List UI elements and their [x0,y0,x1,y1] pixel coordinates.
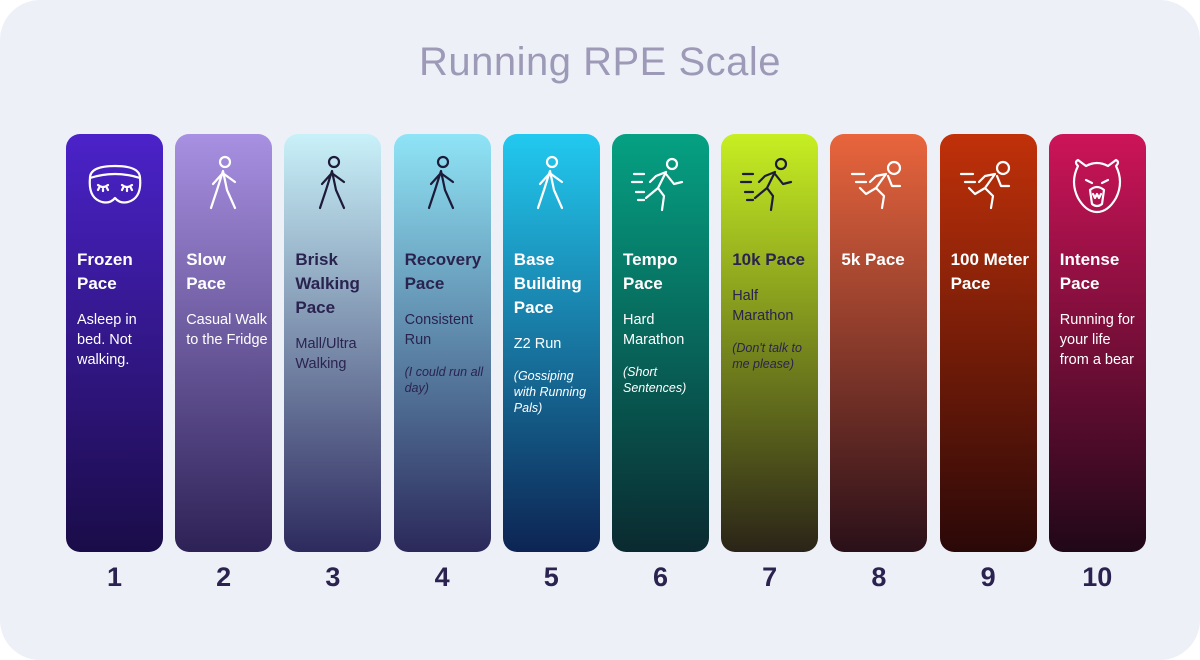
pace-description: Casual Walk to the Fridge [186,312,268,348]
rpe-card-5: Base Building Pace Z2 Run (Gossiping wit… [502,134,600,552]
pace-description: Asleep in bed. Not walking. [77,312,137,368]
pace-description: Half Marathon [732,288,794,324]
pace-description: Hard Marathon [623,312,685,348]
pace-description: Z2 Run [513,336,562,352]
pace-name: Frozen Pace [77,250,133,293]
sprinting-person-icon [830,152,927,218]
pace-name-block: Slow Pace Casual Walk to the Fridge [186,248,268,350]
pace-name: 10k Pace [732,250,805,269]
rpe-number: 7 [762,562,778,592]
pace-description: Running for your life from a bear [1059,312,1135,368]
pace-note: (I could run all day) [404,365,484,395]
pace-description: Mall/Ultra Walking [295,336,357,372]
rpe-number: 10 [1082,562,1113,592]
running-person-icon [612,152,709,218]
rpe-number: 4 [434,562,450,592]
pace-name: Recovery Pace [404,250,482,293]
pace-name: 100 Meter Pace [950,250,1030,293]
page-title: Running RPE Scale [418,40,782,84]
walking-person-icon [394,152,491,218]
walking-person-icon [175,152,272,218]
pace-name: Tempo Pace [623,250,678,293]
running-person-icon [721,152,818,218]
pace-description: Consistent Run [404,312,474,348]
walking-person-icon [284,152,381,218]
sprinting-person-icon [940,152,1037,218]
rpe-number: 9 [980,562,996,592]
rpe-number: 5 [543,562,559,592]
pace-name: Brisk Walking Pace [295,250,360,317]
rpe-card-3: Brisk Walking Pace Mall/Ultra Walking [284,134,382,552]
sleep-mask-icon [66,152,163,218]
pace-name-block: Brisk Walking Pace Mall/Ultra Walking [295,248,377,374]
rpe-number: 2 [216,562,232,592]
pace-name: Slow Pace [186,250,226,293]
rpe-card-4: Recovery Pace Consistent Run (I could ru… [393,134,491,552]
bear-icon [1049,152,1146,218]
pace-name-block: Frozen Pace Asleep in bed. Not walking. [77,248,159,370]
pace-name-block: Recovery Pace Consistent Run (I could ru… [405,248,487,396]
pace-name-block: Intense Pace Running for your life from … [1060,248,1142,370]
pace-note: (Don't talk to me please) [732,341,802,371]
rpe-number: 1 [106,562,123,592]
rpe-card-9: 100 Meter Pace [939,134,1037,552]
pace-name-block: 100 Meter Pace [951,248,1033,296]
walking-person-icon [503,152,600,218]
pace-name-block: 5k Pace [841,248,923,272]
rpe-card-6: Tempo Pace Hard Marathon (Short Sentence… [612,134,709,552]
pace-name: 5k Pace [841,250,905,269]
rpe-number: 3 [325,562,341,592]
pace-name-block: 10k Pace Half Marathon (Don't talk to me… [732,248,814,372]
rpe-card-1: Frozen Pace Asleep in bed. Not walking. [66,134,163,552]
rpe-card-2: Slow Pace Casual Walk to the Fridge [175,134,273,552]
pace-name: Intense Pace [1059,250,1120,293]
pace-name-block: Tempo Pace Hard Marathon (Short Sentence… [623,248,705,396]
pace-name: Base Building Pace [513,250,582,317]
rpe-number: 8 [871,562,887,592]
pace-name-block: Base Building Pace Z2 Run (Gossiping wit… [514,248,596,416]
rpe-card-7: 10k Pace Half Marathon (Don't talk to me… [721,134,819,552]
pace-note: (Short Sentences) [623,365,687,395]
rpe-card-8: 5k Pace [830,134,928,552]
rpe-card-10: Intense Pace Running for your life from … [1048,134,1146,552]
pace-note: (Gossiping with Running Pals) [513,369,587,415]
rpe-number: 6 [652,562,669,592]
